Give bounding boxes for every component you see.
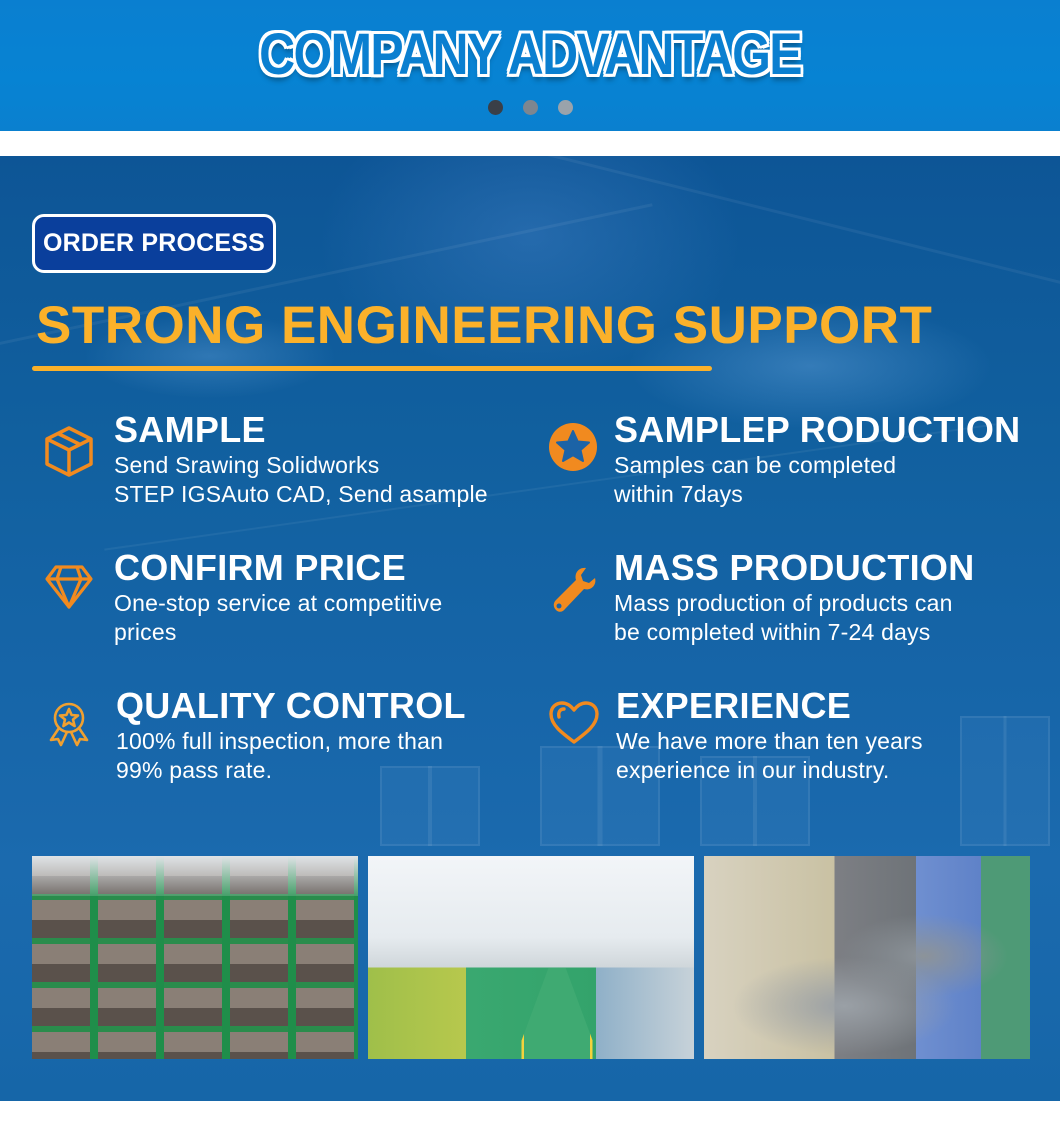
box-icon [45,426,93,477]
bottom-spacer [0,1101,1060,1121]
top-banner: COMPANY ADVANTAGE [0,0,1060,131]
feature-title: EXPERIENCE [616,685,852,726]
wrench-icon [553,567,596,612]
photo-stamped-parts-bins [704,856,1030,1059]
carousel-dots [0,100,1060,115]
feature-title: QUALITY CONTROL [116,685,466,726]
feature-title: CONFIRM PRICE [114,547,406,588]
star-circle-icon [549,423,597,471]
feature-desc-line2: be completed within 7-24 days [614,619,931,645]
background-window [960,716,1050,846]
feature-desc-line1: 100% full inspection, more than [116,728,444,754]
photo-mold-storage-racks [32,856,358,1059]
feature-desc-line1: Samples can be completed [614,452,897,478]
heart-icon [549,701,599,744]
award-ribbon-icon [49,702,89,747]
diamond-icon [45,565,93,609]
banner-title: COMPANY ADVANTAGE [259,22,802,87]
carousel-dot-3[interactable] [557,100,573,115]
feature-title: MASS PRODUCTION [614,547,975,588]
feature-desc-line1: One-stop service at competitive [114,590,443,616]
feature-desc-line2: experience in our industry. [616,757,890,783]
feature-desc-line1: We have more than ten years [616,728,923,754]
feature-desc-line2: 99% pass rate. [116,757,273,783]
feature-title: SAMPLEP RODUCTION [614,409,1021,450]
photo-punch-press-floor [368,856,694,1059]
section-headline: STRONG ENGINEERING SUPPORT [36,296,933,355]
background-window [380,766,480,846]
feature-desc-line1: Mass production of products can [614,590,953,616]
background-window [700,756,810,846]
factory-photo-strip [32,856,1030,1059]
background-window [540,746,660,846]
feature-title: SAMPLE [114,409,266,450]
carousel-dot-2[interactable] [522,100,538,115]
order-process-badge: ORDER PROCESS [32,214,276,273]
feature-desc-line2: prices [114,619,177,645]
carousel-dot-1[interactable] [487,100,503,115]
engineering-support-section: ORDER PROCESS STRONG ENGINEERING SUPPORT… [0,156,1060,1101]
feature-desc-line2: STEP IGSAuto CAD, Send asample [114,481,488,507]
feature-desc-line1: Send Srawing Solidworks [114,452,380,478]
feature-desc-line2: within 7days [614,481,743,507]
headline-underline [32,366,712,371]
